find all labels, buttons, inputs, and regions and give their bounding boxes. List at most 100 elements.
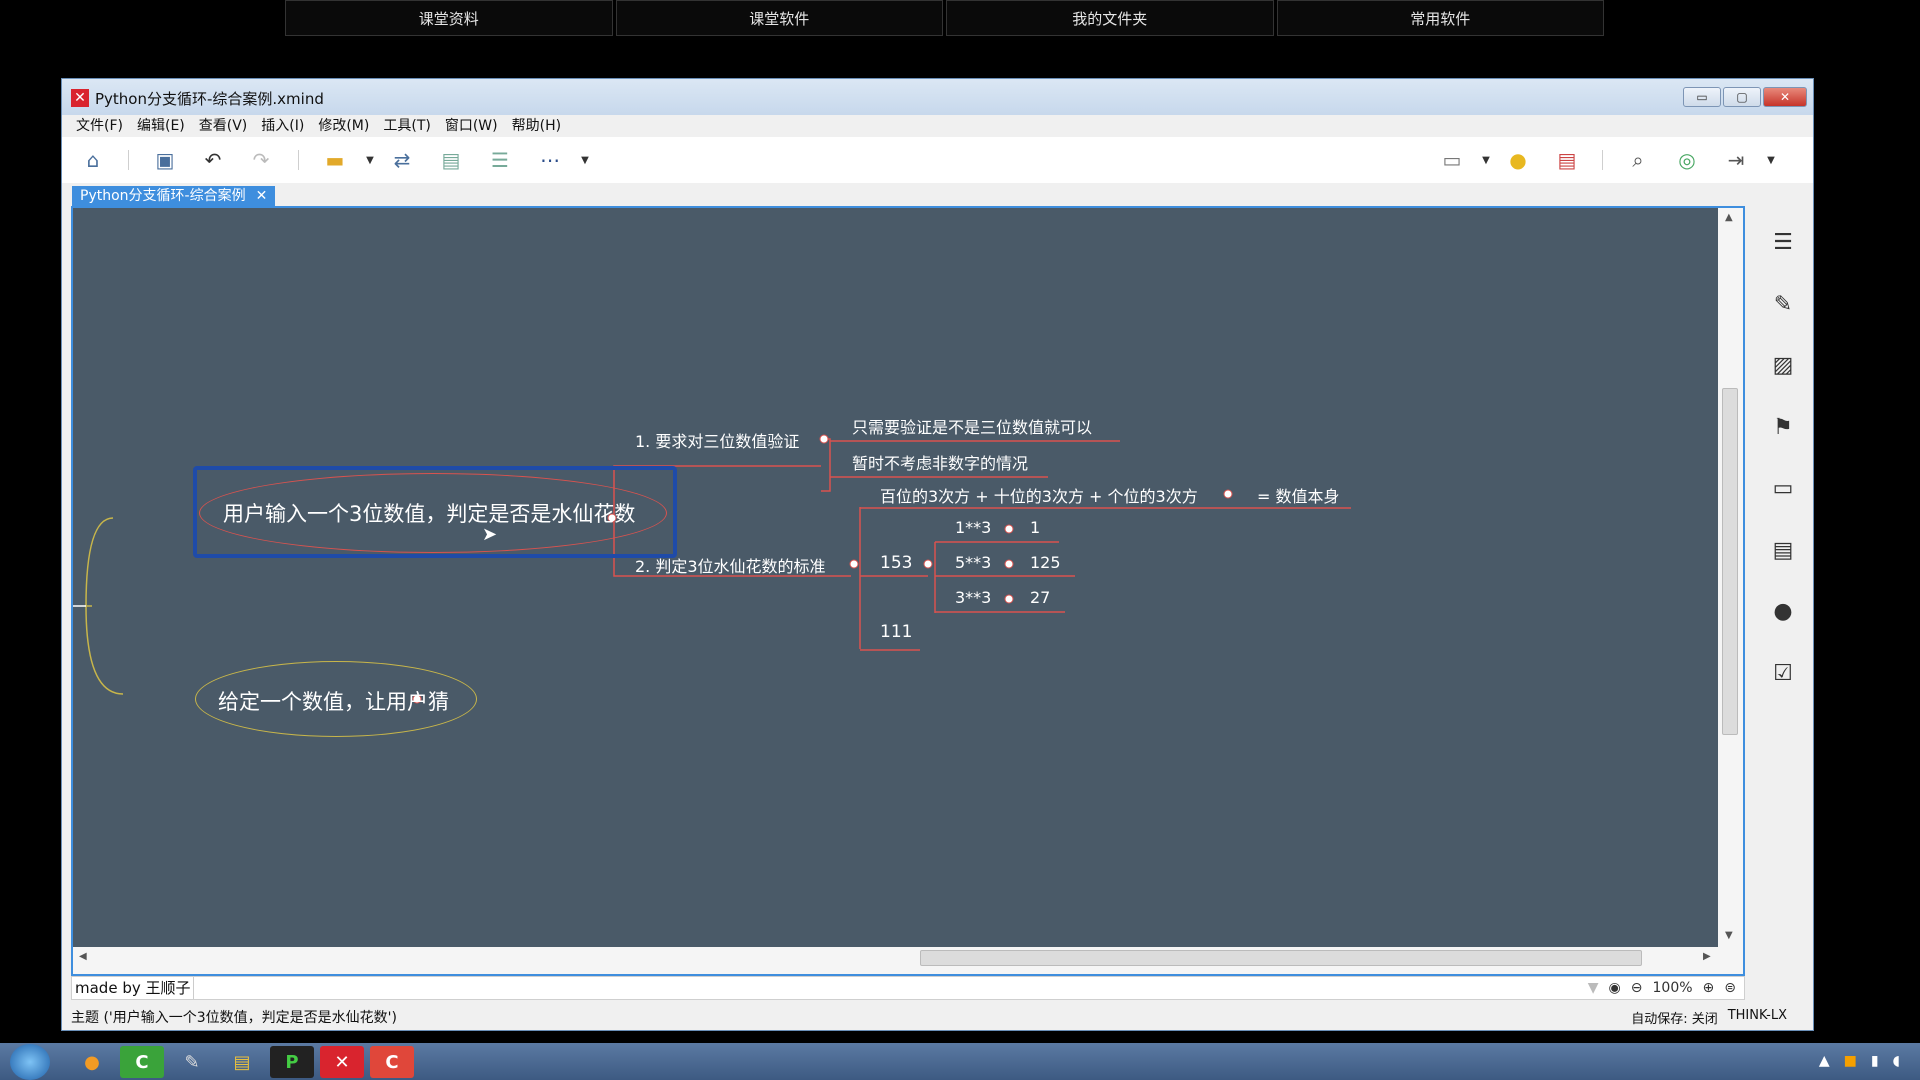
sheet-tab[interactable]: made by 王顺子 xyxy=(75,977,194,999)
branch1-topic[interactable]: 1. 要求对三位数值验证 xyxy=(635,432,800,451)
format-brush-icon[interactable]: ✎ xyxy=(1773,291,1793,317)
comments-icon[interactable]: ● xyxy=(1773,598,1793,624)
image-icon[interactable]: ▨ xyxy=(1772,352,1794,378)
mouse-cursor-icon: ➤ xyxy=(482,524,498,545)
zoom-out-icon[interactable]: ⊖ xyxy=(1630,980,1643,996)
example-111[interactable]: 111 xyxy=(880,622,913,642)
presentation-icon[interactable]: ▭ xyxy=(1442,148,1462,172)
topic-icon[interactable]: ▬ xyxy=(325,148,345,172)
sheet-footer: made by 王顺子 ▼ ◉ ⊖ 100% ⊕ ⊜ xyxy=(71,976,1745,1000)
eye-icon[interactable]: ◉ xyxy=(1608,980,1621,996)
formula-collapse-dot xyxy=(1223,489,1233,499)
zoom-in-icon[interactable]: ⊕ xyxy=(1702,980,1715,996)
horizontal-scroll-thumb[interactable] xyxy=(920,950,1642,966)
scroll-left-icon[interactable]: ◀ xyxy=(79,951,87,962)
presentation-dropdown-icon[interactable]: ▼ xyxy=(1482,154,1490,166)
camtasia-recorder-icon[interactable]: C xyxy=(370,1046,414,1078)
document-tab-close-icon[interactable]: ✕ xyxy=(255,188,268,204)
branch2-topic[interactable]: 2. 判定3位水仙花数的标准 xyxy=(635,557,826,576)
toolbar: ⌂ ▣ ↶ ↷ ▬ ▼ ⇄ ▤ ☰ ⋯ ▼ ▭ ▼ ● ▤ ⌕ ◎ ⇥ ▼ xyxy=(62,137,1813,184)
scroll-right-icon[interactable]: ▶ xyxy=(1703,951,1711,962)
start-button[interactable] xyxy=(10,1044,50,1080)
branch1-child-2[interactable]: 暂时不考虑非数字的情况 xyxy=(852,454,1029,473)
menu-insert[interactable]: 插入(I) xyxy=(261,118,305,134)
firefox-icon[interactable]: ● xyxy=(84,1051,100,1073)
filter-icon[interactable]: ▼ xyxy=(1587,980,1599,996)
tab-class-software[interactable]: 课堂软件 xyxy=(615,0,943,36)
undo-icon[interactable]: ↶ xyxy=(204,148,222,172)
notes-app-icon[interactable]: ▤ xyxy=(233,1051,251,1073)
autosave-status[interactable]: 自动保存: 关闭 xyxy=(1631,1012,1718,1027)
more-dropdown-icon[interactable]: ▼ xyxy=(581,154,589,166)
tab-class-materials[interactable]: 课堂资料 xyxy=(285,0,613,36)
search-icon[interactable]: ⌕ xyxy=(1632,148,1644,172)
fit-icon[interactable]: ⊜ xyxy=(1724,980,1736,996)
more-icon[interactable]: ⋯ xyxy=(540,148,560,172)
branch2-collapse-dot xyxy=(849,559,859,569)
redo-icon[interactable]: ↷ xyxy=(252,148,270,172)
scroll-down-icon[interactable]: ▼ xyxy=(1725,930,1733,941)
pycharm-icon[interactable]: P xyxy=(270,1046,314,1078)
menu-file[interactable]: 文件(F) xyxy=(76,118,123,134)
network-icon[interactable]: ▮ xyxy=(1870,1053,1879,1069)
marker-flag-icon[interactable]: ⚑ xyxy=(1773,414,1793,440)
share-icon[interactable]: ◎ xyxy=(1678,148,1696,172)
tab-my-folder[interactable]: 我的文件夹 xyxy=(946,0,1274,36)
example-153[interactable]: 153 xyxy=(880,553,913,573)
outline-icon[interactable]: ☰ xyxy=(1773,229,1793,255)
boundary-icon[interactable]: ▤ xyxy=(441,148,461,172)
topic-dropdown-icon[interactable]: ▼ xyxy=(366,154,374,166)
menu-window[interactable]: 窗口(W) xyxy=(444,118,498,134)
export-dropdown-icon[interactable]: ▼ xyxy=(1767,154,1775,166)
branch1-child-1[interactable]: 只需要验证是不是三位数值就可以 xyxy=(852,418,1093,437)
menu-tools[interactable]: 工具(T) xyxy=(383,118,431,134)
scroll-up-icon[interactable]: ▲ xyxy=(1725,212,1733,223)
camtasia-icon[interactable]: C xyxy=(120,1046,164,1078)
machine-name: THINK-LX xyxy=(1727,1008,1787,1023)
home-icon[interactable]: ⌂ xyxy=(86,148,100,172)
power-value-3[interactable]: 27 xyxy=(1030,588,1051,607)
export-icon[interactable]: ⇥ xyxy=(1727,148,1745,172)
formula-topic[interactable]: 百位的3次方 + 十位的3次方 + 个位的3次方 xyxy=(880,487,1198,506)
task-icon[interactable]: ☑ xyxy=(1773,660,1793,686)
central-topic[interactable]: 用户输入一个3位数值，判定是否是水仙花数 xyxy=(223,502,636,526)
vertical-scrollbar[interactable]: ▲ ▼ xyxy=(1718,208,1743,947)
document-tab-label: Python分支循环-综合案例 xyxy=(80,188,246,204)
branch1-collapse-dot xyxy=(819,434,829,444)
tray-arrow-icon[interactable]: ▲ xyxy=(1818,1053,1830,1069)
maximize-button[interactable]: ▢ xyxy=(1723,87,1761,107)
save-icon[interactable]: ▣ xyxy=(155,148,175,172)
horizontal-scrollbar[interactable]: ◀ ▶ xyxy=(73,947,1718,967)
title-bar: ✕ Python分支循环-综合案例.xmind ▭ ▢ ✕ xyxy=(62,79,1813,115)
relationship-icon[interactable]: ⇄ xyxy=(393,148,411,172)
close-button[interactable]: ✕ xyxy=(1763,87,1807,107)
status-bar: 主题 ('用户输入一个3位数值，判定是否是水仙花数') 自动保存: 关闭 THI… xyxy=(62,1000,1813,1030)
menu-edit[interactable]: 编辑(E) xyxy=(136,118,185,134)
power-expr-2[interactable]: 5**3 xyxy=(955,553,992,572)
menu-modify[interactable]: 修改(M) xyxy=(318,118,370,134)
menu-view[interactable]: 查看(V) xyxy=(198,118,248,134)
vertical-scroll-thumb[interactable] xyxy=(1722,388,1738,735)
volume-icon[interactable]: ◖ xyxy=(1892,1053,1900,1069)
mindmap-canvas[interactable]: 用户输入一个3位数值，判定是否是水仙花数 给定一个数值，让用户猜 1. 要求对三… xyxy=(73,208,1718,947)
tool-icon[interactable]: ✎ xyxy=(184,1051,200,1073)
menu-help[interactable]: 帮助(H) xyxy=(511,118,562,134)
input-method-icon[interactable]: ■ xyxy=(1843,1053,1857,1069)
central-topic-box[interactable] xyxy=(193,466,677,558)
second-topic[interactable]: 给定一个数值，让用户猜 xyxy=(218,690,449,714)
power-value-1[interactable]: 1 xyxy=(1030,518,1041,537)
xmind-task-icon[interactable]: ✕ xyxy=(320,1046,364,1078)
summary-icon[interactable]: ☰ xyxy=(491,148,509,172)
power-value-2[interactable]: 125 xyxy=(1030,553,1061,572)
power-expr-1[interactable]: 1**3 xyxy=(955,518,992,537)
notes-icon[interactable]: ▤ xyxy=(1772,537,1794,563)
document-tab[interactable]: Python分支循环-综合案例 ✕ xyxy=(72,186,276,206)
formula-result[interactable]: = 数值本身 xyxy=(1257,487,1340,506)
power-expr-3[interactable]: 3**3 xyxy=(955,588,992,607)
font-icon[interactable]: ▭ xyxy=(1772,475,1794,501)
tab-common-software[interactable]: 常用软件 xyxy=(1276,0,1604,36)
idea-icon[interactable]: ● xyxy=(1509,148,1527,172)
gantt-icon[interactable]: ▤ xyxy=(1557,148,1577,172)
xmind-logo-icon: ✕ xyxy=(71,89,89,107)
minimize-button[interactable]: ▭ xyxy=(1683,87,1721,107)
